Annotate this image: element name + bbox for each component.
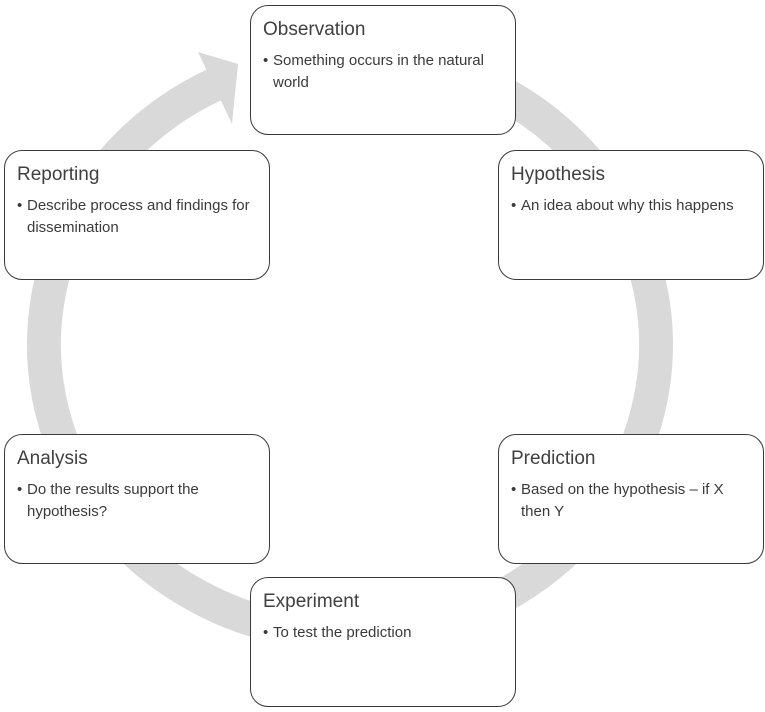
step-bullet-text: Based on the hypothesis – if X then Y (521, 481, 724, 520)
step-title: Reporting (17, 164, 100, 185)
step-bullet-text: To test the prediction (273, 624, 412, 641)
step-title: Observation (263, 19, 366, 40)
step-bullet: • Something occurs in the natural world (263, 50, 503, 94)
step-observation: Observation • Something occurs in the na… (250, 5, 516, 135)
step-hypothesis: Hypothesis • An idea about why this happ… (498, 150, 764, 280)
step-experiment: Experiment • To test the prediction (250, 577, 516, 707)
bullet-dot: • (263, 624, 269, 641)
step-bullet-text: Do the results support the hypothesis? (27, 481, 199, 520)
step-title: Prediction (511, 448, 596, 469)
step-prediction: Prediction • Based on the hypothesis – i… (498, 434, 764, 564)
step-reporting: Reporting • Describe process and finding… (4, 150, 270, 280)
bullet-dot: • (263, 52, 269, 69)
step-bullet: • Based on the hypothesis – if X then Y (511, 479, 751, 523)
step-bullet-text: An idea about why this happens (521, 197, 734, 214)
step-bullet: • An idea about why this happens (511, 195, 751, 217)
step-bullet: • Describe process and findings for diss… (17, 195, 257, 239)
step-analysis: Analysis • Do the results support the hy… (4, 434, 270, 564)
bullet-dot: • (17, 197, 23, 214)
step-bullet-text: Describe process and findings for dissem… (27, 197, 250, 236)
bullet-dot: • (511, 481, 517, 498)
step-title: Analysis (17, 448, 88, 469)
step-bullet: • Do the results support the hypothesis? (17, 479, 257, 523)
step-title: Experiment (263, 591, 360, 612)
step-title: Hypothesis (511, 164, 605, 185)
cycle-arrowhead (198, 52, 238, 124)
bullet-dot: • (17, 481, 23, 498)
step-bullet-text: Something occurs in the natural world (273, 52, 484, 91)
bullet-dot: • (511, 197, 517, 214)
step-bullet: • To test the prediction (263, 622, 503, 644)
